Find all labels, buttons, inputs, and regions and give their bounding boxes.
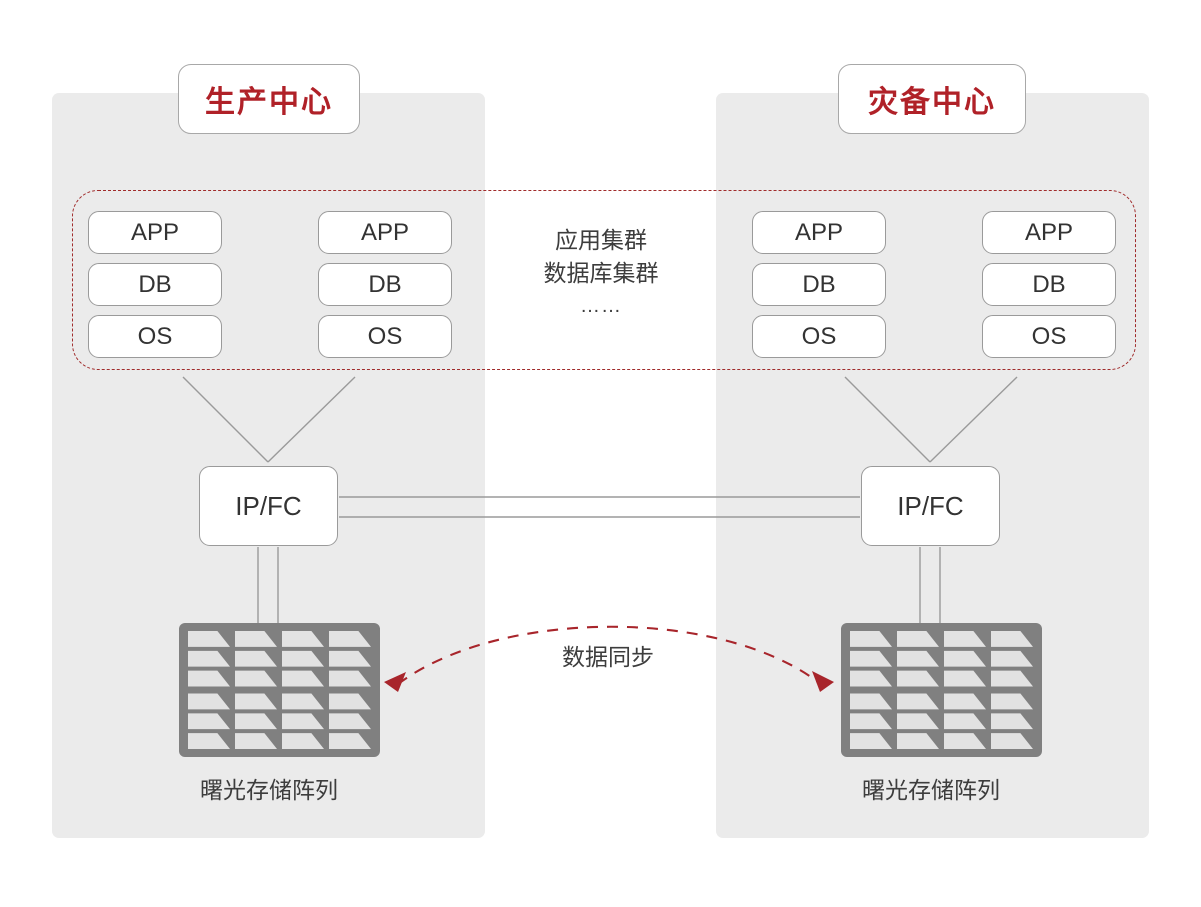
dr-site-title-label: 灾备中心 bbox=[868, 86, 996, 119]
node-left-stack1-os[interactable]: OS bbox=[88, 315, 222, 358]
node-left-stack2-db[interactable]: DB bbox=[318, 263, 452, 306]
storage-array-right-icon[interactable] bbox=[841, 623, 1042, 762]
node-label: OS bbox=[1031, 322, 1067, 350]
cluster-dashed-boundary bbox=[72, 190, 1136, 370]
node-label: DB bbox=[138, 270, 172, 298]
storage-array-left-icon[interactable] bbox=[179, 623, 380, 762]
node-label: APP bbox=[794, 218, 844, 246]
switch-right-ipfc[interactable]: IP/FC bbox=[861, 466, 1000, 546]
node-left-stack2-app[interactable]: APP bbox=[318, 211, 452, 254]
cluster-description: 应用集群 数据库集群 …… bbox=[471, 224, 731, 323]
cluster-description-line2: 数据库集群 bbox=[543, 260, 659, 286]
node-right-stack1-db[interactable]: DB bbox=[752, 263, 886, 306]
node-label: OS bbox=[137, 322, 173, 350]
node-label: OS bbox=[367, 322, 403, 350]
node-right-stack1-os[interactable]: OS bbox=[752, 315, 886, 358]
node-label: DB bbox=[1032, 270, 1066, 298]
production-site-title[interactable]: 生产中心 bbox=[178, 64, 360, 134]
node-label: APP bbox=[130, 218, 180, 246]
node-left-stack1-app[interactable]: APP bbox=[88, 211, 222, 254]
node-label: DB bbox=[802, 270, 836, 298]
node-label: OS bbox=[801, 322, 837, 350]
cluster-description-line1: 应用集群 bbox=[555, 227, 647, 253]
node-right-stack2-app[interactable]: APP bbox=[982, 211, 1116, 254]
node-left-stack1-db[interactable]: DB bbox=[88, 263, 222, 306]
switch-left-label: IP/FC bbox=[235, 490, 302, 521]
node-left-stack2-os[interactable]: OS bbox=[318, 315, 452, 358]
dr-site-title[interactable]: 灾备中心 bbox=[838, 64, 1026, 134]
node-right-stack2-db[interactable]: DB bbox=[982, 263, 1116, 306]
node-label: APP bbox=[1024, 218, 1074, 246]
node-label: DB bbox=[368, 270, 402, 298]
node-right-stack2-os[interactable]: OS bbox=[982, 315, 1116, 358]
switch-left-ipfc[interactable]: IP/FC bbox=[199, 466, 338, 546]
production-site-title-label: 生产中心 bbox=[205, 86, 333, 119]
storage-array-left-caption: 曙光存储阵列 bbox=[200, 777, 338, 803]
data-sync-label: 数据同步 bbox=[562, 644, 654, 670]
node-right-stack1-app[interactable]: APP bbox=[752, 211, 886, 254]
switch-right-label: IP/FC bbox=[897, 490, 964, 521]
cluster-description-line3: …… bbox=[580, 295, 622, 317]
storage-array-right-caption: 曙光存储阵列 bbox=[862, 777, 1000, 803]
node-label: APP bbox=[360, 218, 410, 246]
